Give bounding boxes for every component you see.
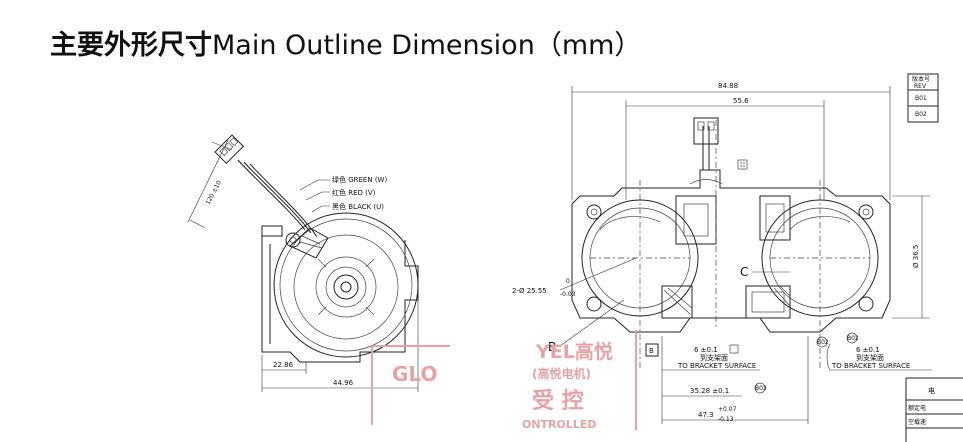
rev-b01: B01	[915, 95, 927, 102]
dim-bore-tol-lower: -0.03	[560, 291, 576, 298]
right-view: 84.88 55.6	[512, 82, 932, 424]
label-c: C	[740, 265, 748, 279]
bracket-left-cn: 到支架面	[700, 353, 728, 362]
watermark-brand-cn: (高悦电机)	[532, 366, 591, 381]
watermark-brand-left: GLO	[392, 362, 437, 386]
dim-center: 35.28 ±0.1	[690, 387, 729, 395]
bracket-right-en: TO BRACKET SURFACE	[831, 362, 910, 370]
lead-length-label: 120 ±10	[205, 180, 223, 206]
dim-84-88: 84.88	[718, 82, 738, 90]
wire-red-label: 红色 RED (V)	[332, 188, 376, 197]
watermark-stamp-left: GLO	[371, 345, 450, 425]
dim-bore: 2-Ø 25.55	[512, 287, 547, 295]
bracket-right-cn: 到支架面	[856, 353, 884, 362]
left-view: 120 ±10 绿色 GREEN (W) 红色 RED (V) 黑色 BLACK…	[187, 134, 419, 392]
rev-b02: B02	[915, 111, 927, 118]
dim-55-6: 55.6	[733, 97, 749, 105]
revision-table: 版本号 REV B01 B02	[907, 73, 939, 123]
page-title-cn: 主要外形尺寸	[50, 30, 212, 61]
rev-header-cn: 版本号	[912, 75, 930, 83]
bracket-left-value: 6 ±0.1	[694, 346, 718, 354]
wire-black-label: 黑色 BLACK (U)	[332, 202, 384, 211]
dim-height: Ø 36.5	[912, 245, 920, 268]
bracket-left-en: TO BRACKET SURFACE	[677, 362, 756, 370]
tag-b02-center: B02	[817, 339, 829, 346]
spec-row-3: 空载速	[908, 418, 926, 426]
dim-overall-tol-lower: -0.13	[718, 416, 734, 423]
page-title-en: Main Outline Dimension（mm）	[212, 30, 642, 61]
dim-bore-tol-upper: 0	[566, 278, 570, 285]
page-title: 主要外形尺寸Main Outline Dimension（mm）	[50, 28, 641, 64]
datum-b: B	[649, 347, 654, 355]
dim-overall: 47.3	[698, 411, 714, 419]
label-b: B	[548, 340, 556, 354]
wire-green-label: 绿色 GREEN (W)	[332, 175, 387, 184]
dim-overall-tol-upper: +0.07	[718, 406, 737, 413]
dim-22-86: 22.86	[273, 361, 294, 369]
watermark-stamp-right: YEL高悦 (高悦电机) 受 控 ONTROLLED	[522, 330, 637, 431]
watermark-brand-right: YEL高悦	[535, 340, 613, 363]
bracket-right-value: 6 ±0.1	[856, 346, 880, 354]
rev-header-en: REV	[914, 83, 927, 90]
watermark-brand-cn2: 受 控	[532, 388, 584, 414]
spec-row-2: 额定电	[908, 404, 926, 412]
tag-b02-right: B02	[847, 335, 859, 342]
spec-row-1: 电	[928, 386, 935, 395]
spec-table: 电 额定电 空载速	[905, 377, 963, 442]
dim-center-tag: B03	[755, 385, 767, 392]
watermark-brand-en: ONTROLLED	[522, 418, 597, 431]
dim-44-96: 44.96	[333, 379, 354, 387]
